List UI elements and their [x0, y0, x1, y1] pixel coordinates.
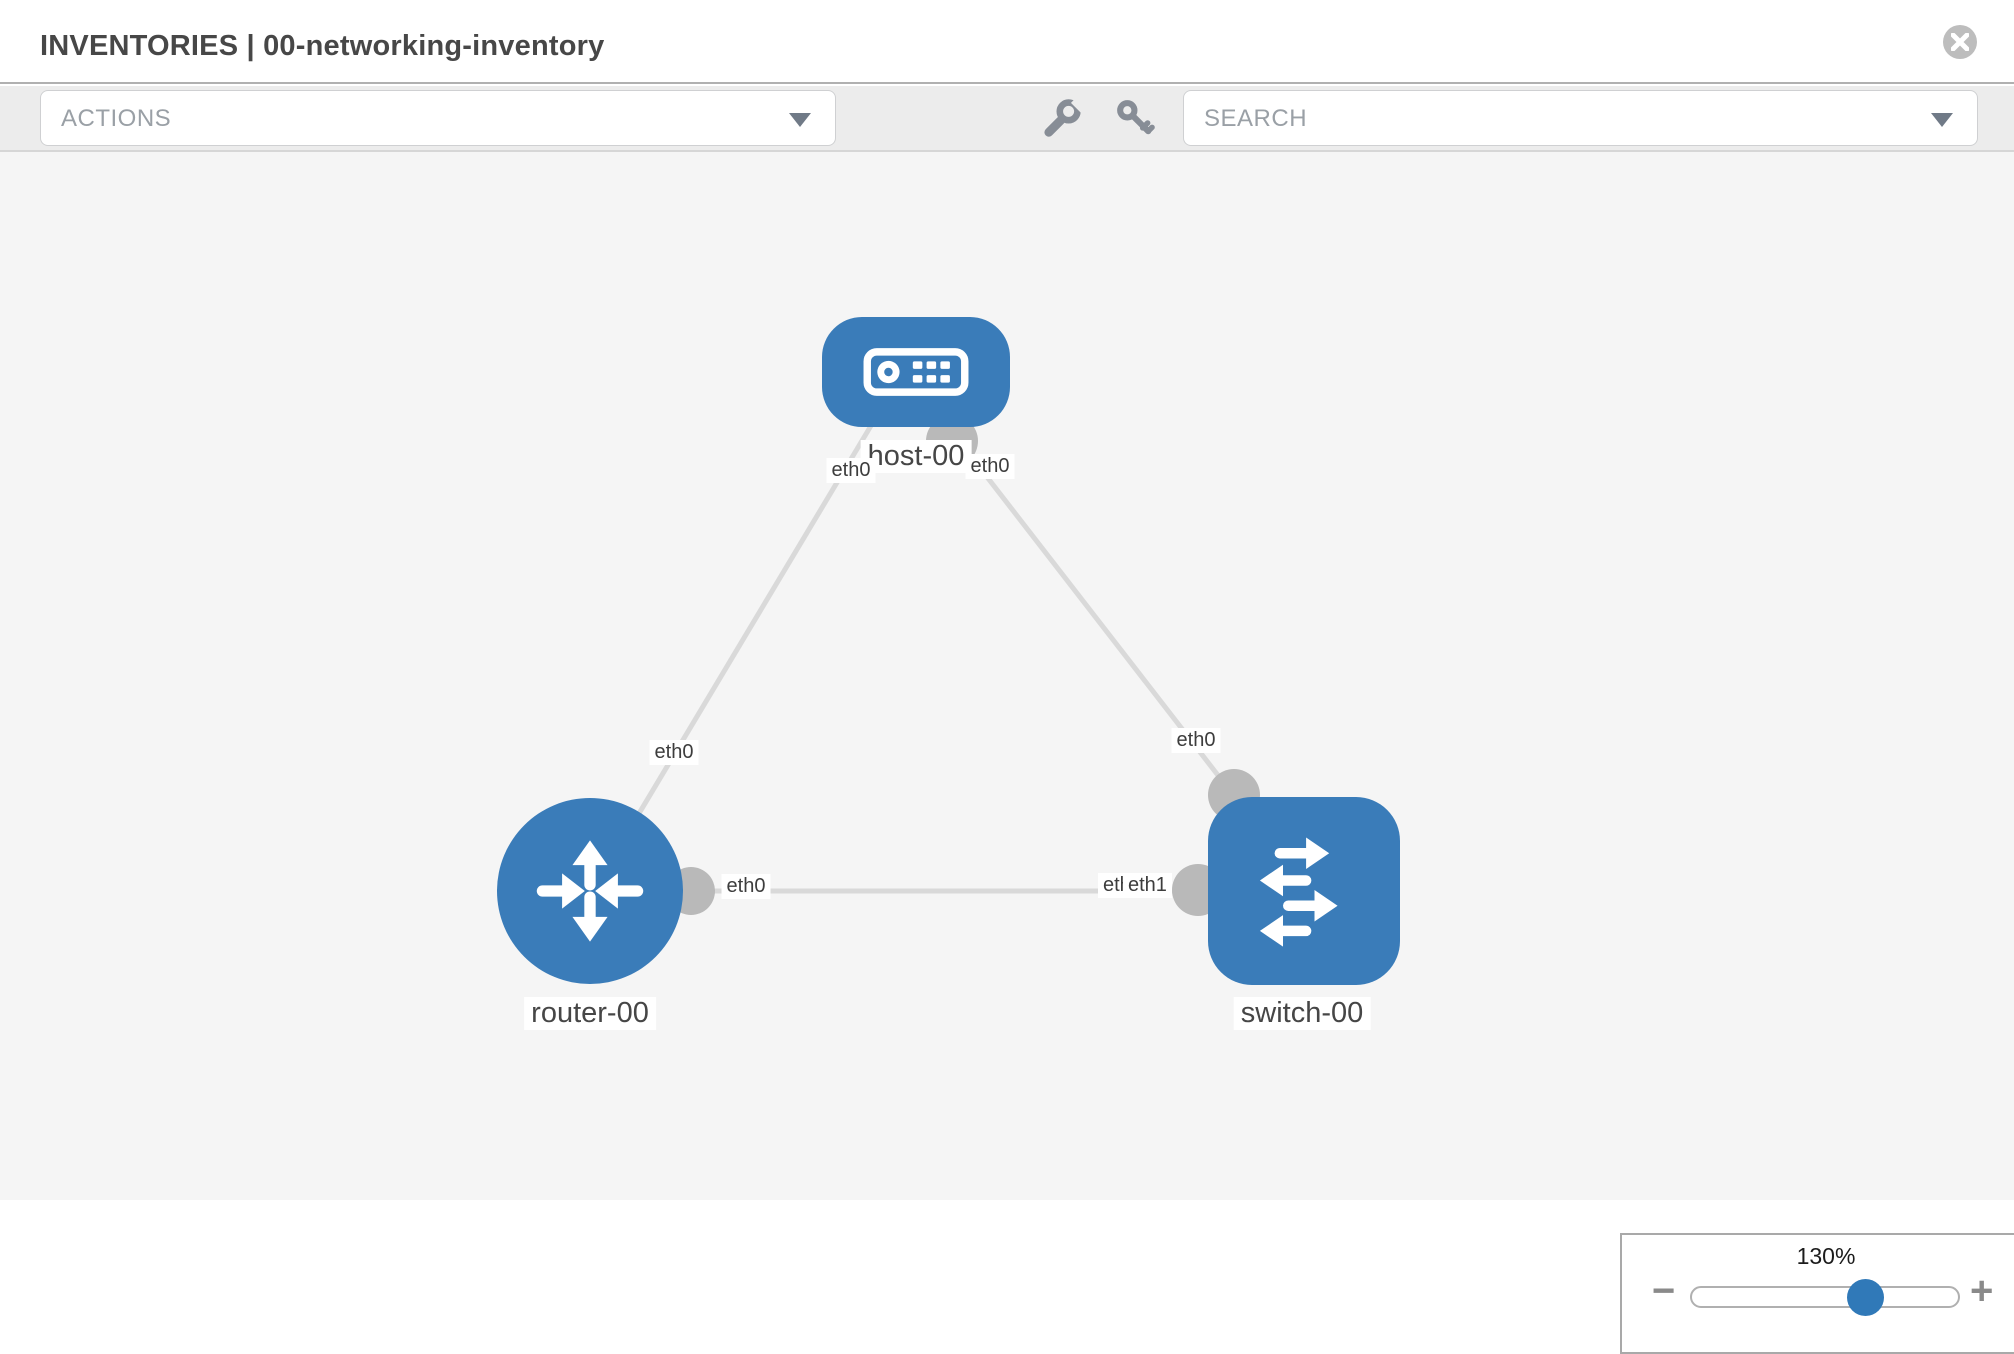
toolbar: ACTIONS SEARCH [0, 86, 2014, 152]
zoom-slider-track[interactable] [1690, 1286, 1960, 1308]
topology-canvas[interactable]: host-00 router-00 switch-00 eth0 eth0 et… [0, 152, 2014, 1354]
iface-label-router-eth0: eth0 [721, 874, 771, 899]
router-icon [536, 840, 644, 942]
page-title: INVENTORIES | 00-networking-inventory [40, 30, 605, 62]
tools-button[interactable] [1040, 92, 1094, 140]
actions-dropdown-label: ACTIONS [61, 105, 172, 132]
node-label-host-00: host-00 [860, 440, 972, 473]
actions-dropdown[interactable]: ACTIONS [40, 90, 836, 146]
chevron-down-icon [789, 113, 811, 127]
iface-label-switch-eth0-up: eth0 [1171, 728, 1221, 753]
host-icon [863, 348, 969, 396]
key-icon [1117, 100, 1155, 135]
link-host-router [595, 422, 875, 884]
close-button[interactable] [1943, 25, 1977, 59]
node-switch-00[interactable] [1208, 797, 1400, 985]
iface-label-host-eth0-right: eth0 [965, 454, 1015, 479]
zoom-level: 130% [1796, 1243, 1856, 1269]
node-host-00[interactable] [822, 317, 1010, 427]
search-dropdown-label: SEARCH [1204, 105, 1308, 132]
search-dropdown[interactable]: SEARCH [1183, 90, 1978, 146]
node-label-switch-00: switch-00 [1233, 997, 1371, 1030]
switch-icon [1259, 837, 1338, 947]
panel-header: INVENTORIES | 00-networking-inventory [0, 0, 2014, 84]
iface-label-host-eth0-left: eth0 [826, 458, 876, 483]
topology-edges [595, 415, 1260, 916]
iface-label-router-eth0-up: eth0 [649, 740, 699, 765]
zoom-out-button[interactable]: − [1652, 1269, 1676, 1313]
zoom-control-panel: 130% − + [1620, 1233, 2014, 1354]
wrench-icon [1044, 92, 1094, 137]
chevron-down-icon [1931, 113, 1953, 127]
close-icon [1951, 33, 1969, 51]
node-router-00[interactable] [497, 798, 683, 984]
node-label-router-00: router-00 [524, 997, 656, 1030]
credentials-button[interactable] [1113, 96, 1157, 140]
iface-label-switch-eth1: eth1 [1123, 873, 1172, 898]
zoom-in-button[interactable]: + [1970, 1269, 1994, 1313]
zoom-slider-knob[interactable] [1847, 1279, 1884, 1316]
